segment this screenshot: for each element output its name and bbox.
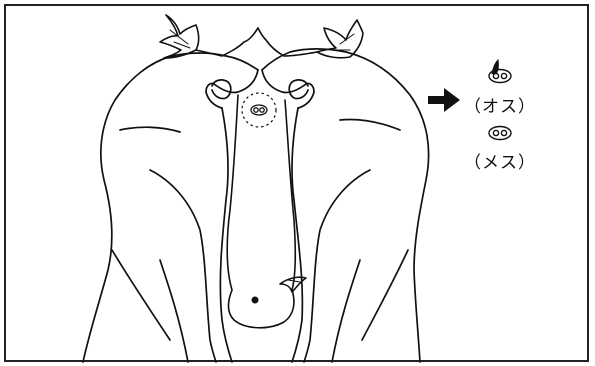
male-vent-icon — [489, 60, 511, 83]
frog-body — [160, 15, 363, 328]
frog-eye — [252, 297, 259, 304]
frog-right-foot — [317, 20, 363, 58]
frog-left-foot — [160, 15, 199, 58]
right-hand — [262, 49, 429, 362]
vent-highlight-circle — [242, 93, 276, 127]
vent-icon — [251, 105, 267, 115]
right-arrow-icon — [428, 88, 460, 112]
female-vent-icon — [489, 127, 511, 140]
female-label: （メス） — [464, 148, 536, 173]
male-label: （オス） — [464, 92, 536, 117]
left-hand — [83, 53, 258, 362]
border-box — [5, 5, 588, 361]
